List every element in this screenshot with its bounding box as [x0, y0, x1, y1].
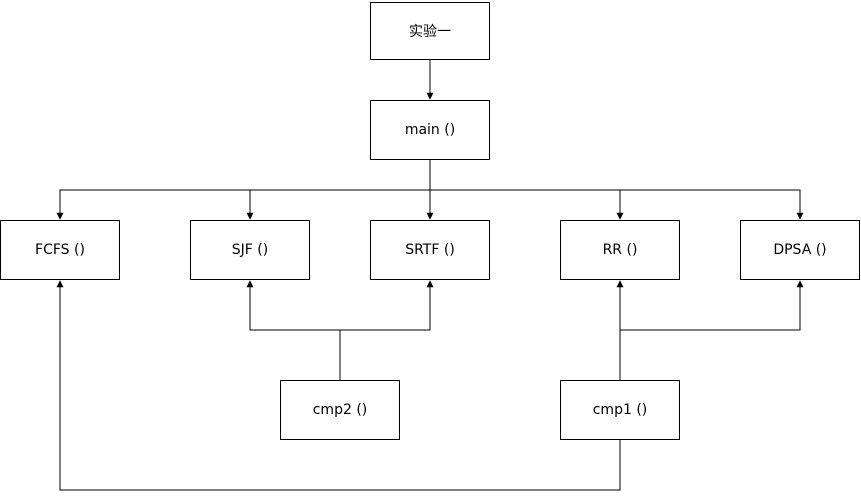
node-srtf: SRTF ()	[370, 220, 490, 280]
node-cmp1-label: cmp1 ()	[592, 402, 648, 418]
node-main: main ()	[370, 100, 490, 160]
node-fcfs-label: FCFS ()	[35, 242, 85, 258]
node-srtf-label: SRTF ()	[405, 242, 455, 258]
node-rr-label: RR ()	[602, 242, 638, 258]
node-sjf: SJF ()	[190, 220, 310, 280]
node-cmp1: cmp1 ()	[560, 380, 680, 440]
edge-main-sjf	[246, 160, 431, 220]
node-rr: RR ()	[560, 220, 680, 280]
edge-cmp1-fcfs	[56, 280, 621, 491]
node-main-label: main ()	[404, 122, 456, 138]
node-sjf-label: SJF ()	[231, 242, 269, 258]
node-experiment: 实验一	[370, 2, 490, 60]
edge-cmp1-dpsa	[619, 280, 804, 380]
node-dpsa: DPSA ()	[740, 220, 860, 280]
edge-cmp2-sjf	[246, 280, 341, 380]
node-cmp2-label: cmp2 ()	[312, 402, 368, 418]
node-experiment-label: 实验一	[409, 24, 451, 40]
edge-main-dpsa	[429, 160, 804, 220]
node-dpsa-label: DPSA ()	[773, 242, 827, 258]
edge-cmp2-srtf	[339, 280, 434, 380]
node-fcfs: FCFS ()	[0, 220, 120, 280]
node-cmp2: cmp2 ()	[280, 380, 400, 440]
